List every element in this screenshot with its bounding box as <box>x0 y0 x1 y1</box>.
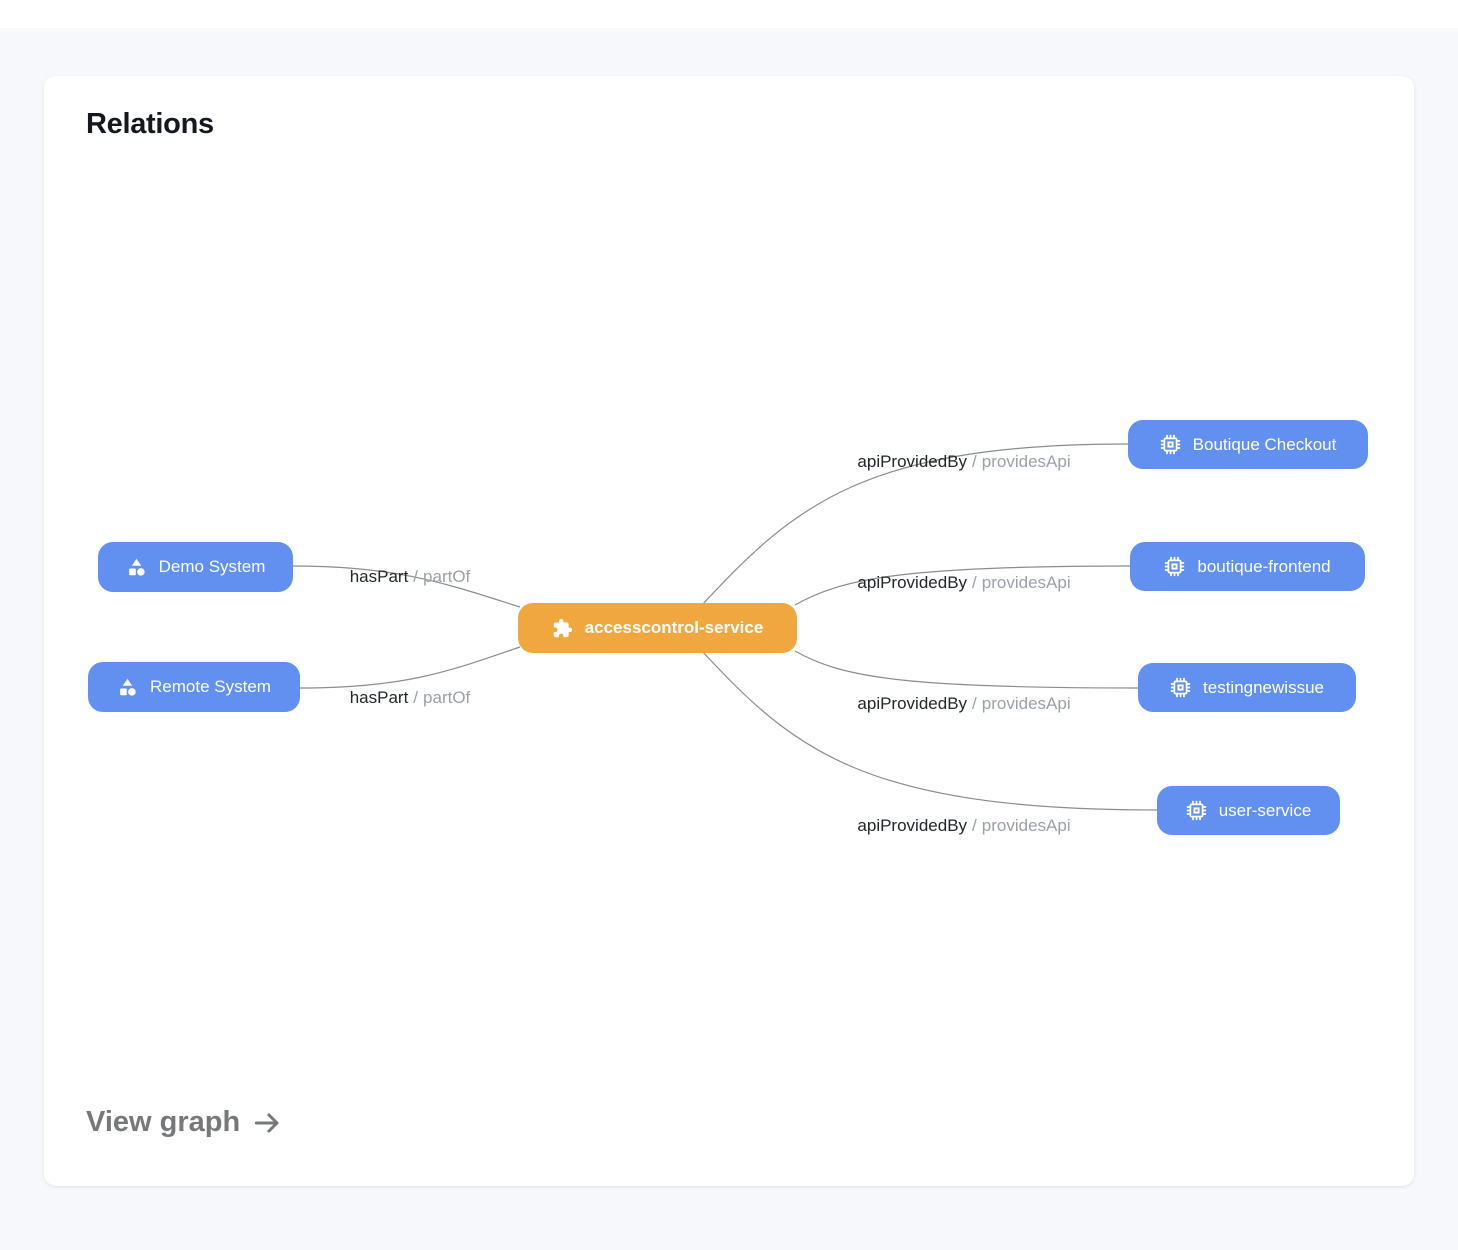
node-label: testingnewissue <box>1203 677 1324 697</box>
view-graph-link[interactable]: View graph <box>86 1106 282 1139</box>
node-label: accesscontrol-service <box>584 618 764 637</box>
arrow-right-icon <box>252 1108 282 1138</box>
chip-icon <box>1160 434 1181 455</box>
entity-node-accesscontrol-service[interactable]: accesscontrol-service <box>518 603 797 653</box>
edge-line-testingnewissue <box>794 650 1139 689</box>
entity-node-demo-system[interactable]: Demo System <box>98 542 293 592</box>
edge-line-boutique-frontend <box>794 565 1131 606</box>
node-label: Remote System <box>150 677 271 696</box>
entity-node-user-service[interactable]: user-service <box>1157 786 1340 835</box>
entity-node-boutique-frontend[interactable]: boutique-frontend <box>1130 542 1365 591</box>
edge-label-haspart-1: hasPart / partOf <box>349 567 471 586</box>
relations-card: Relations hasPart / partOf hasPart / par… <box>44 76 1414 1186</box>
edge-label-haspart-2: hasPart / partOf <box>349 688 471 707</box>
edge-line-demo-system <box>292 565 521 608</box>
puzzle-icon <box>552 618 573 639</box>
entity-node-testingnewissue[interactable]: testingnewissue <box>1138 663 1356 712</box>
node-label: Boutique Checkout <box>1192 434 1337 454</box>
edge-line-boutique-checkout <box>701 443 1129 606</box>
edge-label-apiprovidedby-4: apiProvidedBy / providesApi <box>857 816 1071 835</box>
edge-label-apiprovidedby-1: apiProvidedBy / providesApi <box>857 452 1071 471</box>
chip-icon <box>1186 800 1207 821</box>
shapes-icon <box>117 677 138 698</box>
page-top-strip <box>0 0 1458 28</box>
entity-node-boutique-checkout[interactable]: Boutique Checkout <box>1128 420 1368 469</box>
chip-icon <box>1164 556 1185 577</box>
edge-lines <box>292 443 1158 811</box>
chip-icon <box>1170 677 1191 698</box>
node-label: Demo System <box>158 557 266 576</box>
edge-label-apiprovidedby-3: apiProvidedBy / providesApi <box>857 694 1071 713</box>
edge-line-user-service <box>701 650 1158 811</box>
card-title: Relations <box>86 108 214 140</box>
shapes-icon <box>126 557 147 578</box>
node-label: boutique-frontend <box>1197 556 1331 576</box>
edge-line-remote-system <box>299 646 521 689</box>
node-label: user-service <box>1218 800 1312 820</box>
view-graph-label: View graph <box>86 1106 241 1138</box>
edge-label-apiprovidedby-2: apiProvidedBy / providesApi <box>857 573 1071 592</box>
relations-graph: hasPart / partOf hasPart / partOf apiPro… <box>44 76 1414 1186</box>
entity-node-remote-system[interactable]: Remote System <box>88 662 300 712</box>
